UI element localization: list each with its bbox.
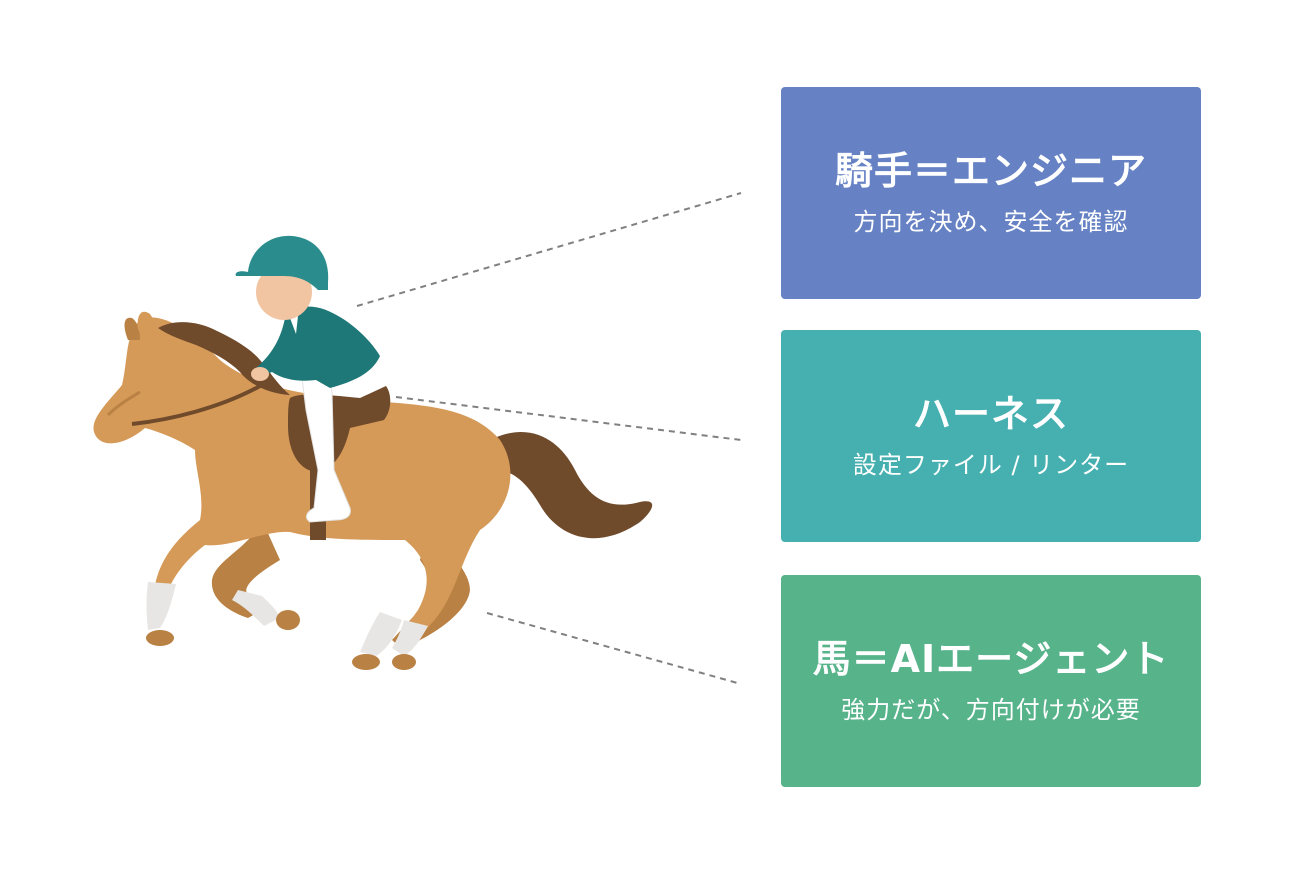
horse-card-title: 馬＝AIエージェント <box>812 636 1170 681</box>
jockey-jacket <box>256 306 380 388</box>
horse-sock-front <box>146 582 176 630</box>
jockey-card-subtitle: 方向を決め、安全を確認 <box>853 208 1129 237</box>
horse-sock-front2 <box>232 590 280 626</box>
horse-body <box>93 317 511 640</box>
jockey-icon <box>235 235 380 523</box>
horse-hoof-3 <box>352 654 380 670</box>
harness-card-title: ハーネス <box>912 391 1069 436</box>
horse-hoof-2 <box>276 610 300 630</box>
jockey-helmet <box>235 235 329 290</box>
jockey-hand <box>251 367 269 381</box>
horse-front-leg-back <box>211 520 280 618</box>
jockey-card: 騎手＝エンジニア 方向を決め、安全を確認 <box>781 87 1201 299</box>
connector-horse <box>486 612 742 685</box>
horse-icon <box>93 311 653 670</box>
harness-card: ハーネス 設定ファイル / リンター <box>781 330 1201 542</box>
jockey-collar <box>290 316 298 334</box>
horse-card-subtitle: 強力だが、方向付けが必要 <box>841 696 1141 725</box>
horse-sock-hind2 <box>392 620 428 656</box>
jockey-card-title: 騎手＝エンジニア <box>834 148 1147 193</box>
horse-ear-left <box>124 317 140 340</box>
jockey-face <box>256 264 312 320</box>
connector-jockey <box>356 192 742 307</box>
connector-harness <box>395 396 742 441</box>
horse-sock-hind <box>360 612 402 656</box>
harness-card-subtitle: 設定ファイル / リンター <box>852 451 1130 480</box>
horse-card: 馬＝AIエージェント 強力だが、方向付けが必要 <box>781 575 1201 787</box>
horse-tail <box>490 431 653 539</box>
horse-hoof-1 <box>146 630 174 646</box>
horse-ear-right <box>137 311 155 338</box>
horse-reins <box>131 384 261 426</box>
connector-lines <box>356 192 742 685</box>
horse-face-marking <box>106 390 141 417</box>
horse-hoof-4 <box>392 654 416 670</box>
